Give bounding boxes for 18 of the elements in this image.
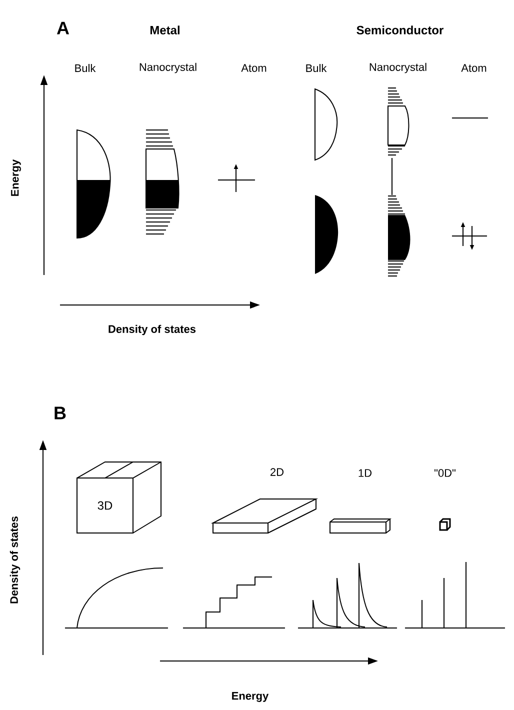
column-label: Atom bbox=[461, 64, 486, 72]
axis-label: Energy bbox=[232, 692, 269, 702]
column-label: Nanocrystal bbox=[140, 62, 196, 74]
column-label: Nanocrystal bbox=[370, 62, 426, 74]
panel-letter: A bbox=[56, 22, 70, 34]
panel-letter: B bbox=[54, 406, 66, 420]
heading: Semiconductor bbox=[356, 26, 444, 34]
axis-label: Density of states bbox=[108, 324, 196, 336]
column-label: Bulk bbox=[306, 64, 327, 72]
axis-label: Energy bbox=[11, 159, 21, 196]
column-label: 2D bbox=[270, 468, 284, 476]
column-label: Bulk bbox=[75, 64, 96, 72]
column-label: "0D" bbox=[434, 469, 456, 477]
heading: Metal bbox=[150, 26, 180, 34]
axis-label: Density of states bbox=[10, 516, 20, 604]
column-label: Atom bbox=[241, 64, 266, 72]
column-label: 1D bbox=[358, 469, 372, 477]
cube-box: 3D bbox=[76, 478, 134, 534]
